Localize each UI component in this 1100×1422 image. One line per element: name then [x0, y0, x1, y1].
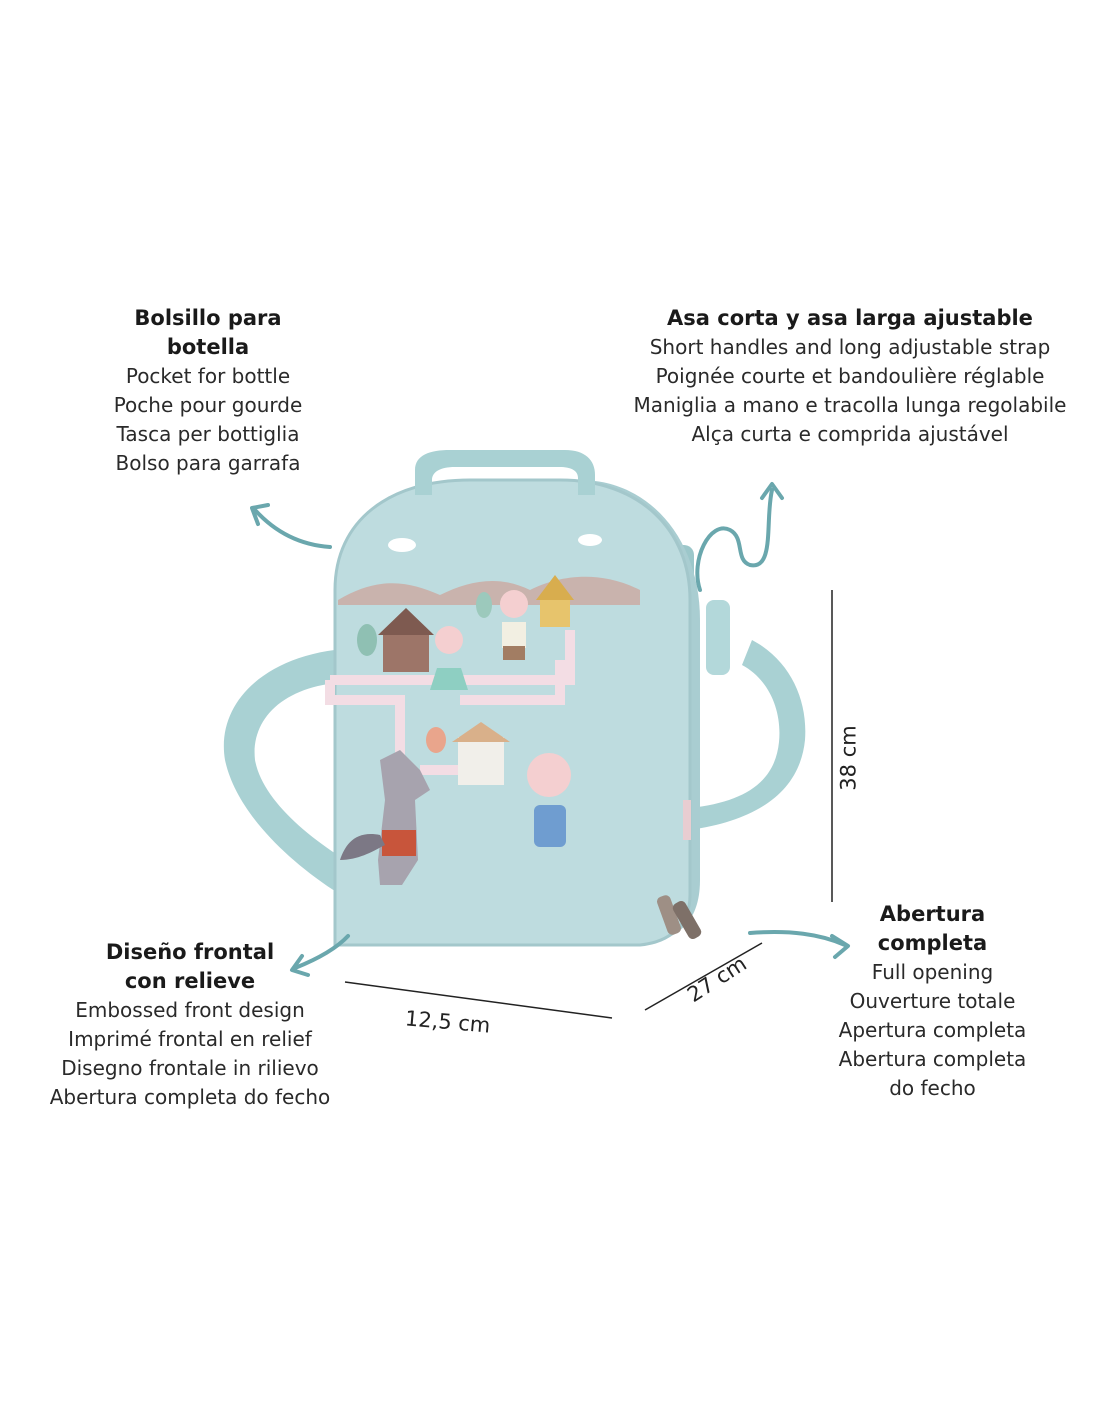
brand-tab [683, 800, 691, 840]
feature-title: botella [166, 335, 250, 359]
pig-head [500, 590, 528, 618]
zipper-pull [672, 901, 702, 939]
pig-head [435, 626, 463, 654]
cloud [388, 538, 416, 552]
zipper-pull [656, 895, 682, 935]
feature-text-it: Tasca per bottiglia [116, 422, 300, 446]
house-brick [458, 737, 504, 785]
feature-title: completa [877, 931, 988, 955]
cloud [578, 534, 602, 546]
tree [426, 727, 446, 753]
feature-bottle-pocket: Bolsillo para botella Pocket for bottle … [68, 304, 348, 478]
arrow-pocket-head [250, 503, 270, 526]
tree [476, 592, 492, 618]
wolf-tail [340, 834, 385, 860]
feature-text-en: Embossed front design [75, 998, 305, 1022]
feature-text-pt: Abertura completa do fecho [49, 1085, 331, 1109]
feature-title: con relieve [124, 969, 256, 993]
pig-skirt [430, 668, 468, 690]
arrow-pocket [253, 508, 332, 549]
feature-title: Bolsillo para [134, 306, 282, 330]
tree [357, 624, 377, 656]
house-brick-roof [452, 722, 510, 742]
house-wood [383, 632, 429, 672]
strap-right [690, 640, 806, 830]
house-straw [540, 597, 570, 627]
arrow-handles-head [760, 482, 784, 500]
feature-text-fr: Ouverture totale [849, 989, 1016, 1013]
top-handle [415, 450, 595, 495]
arrow-front [293, 934, 350, 970]
feature-text-en: Full opening [871, 960, 994, 984]
feature-text-it: Apertura completa [838, 1018, 1027, 1042]
feature-handles: Asa corta y asa larga ajustable Short ha… [610, 304, 1090, 449]
feature-text-it: Maniglia a mano e tracolla lunga regolab… [633, 393, 1067, 417]
feature-text-fr: Poche pour gourde [113, 393, 303, 417]
feature-text-fr: Imprimé frontal en relief [68, 1027, 312, 1051]
feature-title: Abertura [879, 902, 986, 926]
feature-title: Diseño frontal [105, 940, 275, 964]
strap-clip [706, 600, 730, 675]
feature-full-opening: Abertura completa Full opening Ouverture… [800, 900, 1065, 1103]
feature-text-it: Disegno frontale in rilievo [61, 1056, 319, 1080]
pig-shirt [502, 622, 526, 648]
wolf-pants [382, 830, 416, 856]
arrow-opening-head [830, 934, 850, 959]
feature-text-pt: Alça curta e comprida ajustável [691, 422, 1009, 446]
arrow-handles [695, 488, 774, 592]
feature-embossed-front: Diseño frontal con relieve Embossed fron… [30, 938, 350, 1112]
feature-text-pt: Abertura completa [838, 1047, 1027, 1071]
house-straw-roof [536, 575, 574, 600]
arrow-opening [748, 930, 847, 947]
house-wood-roof [378, 608, 434, 635]
pig-overalls [534, 805, 566, 847]
scene-path [325, 630, 575, 790]
feature-title: Asa corta y asa larga ajustable [667, 306, 1033, 330]
feature-text-pt: Bolso para garrafa [115, 451, 301, 475]
feature-text-fr: Poignée courte et bandoulière réglable [655, 364, 1045, 388]
feature-text-en: Pocket for bottle [125, 364, 291, 388]
pig-head [527, 753, 571, 797]
arrow-front-head [290, 954, 310, 977]
dimension-line-depth [644, 942, 763, 1011]
dimension-height-label: 38 cm [836, 725, 861, 791]
feature-text-en: Short handles and long adjustable strap [649, 335, 1051, 359]
feature-text-pt: do fecho [889, 1076, 976, 1100]
pig-pants [503, 646, 525, 660]
dimension-line-width [344, 981, 613, 1019]
